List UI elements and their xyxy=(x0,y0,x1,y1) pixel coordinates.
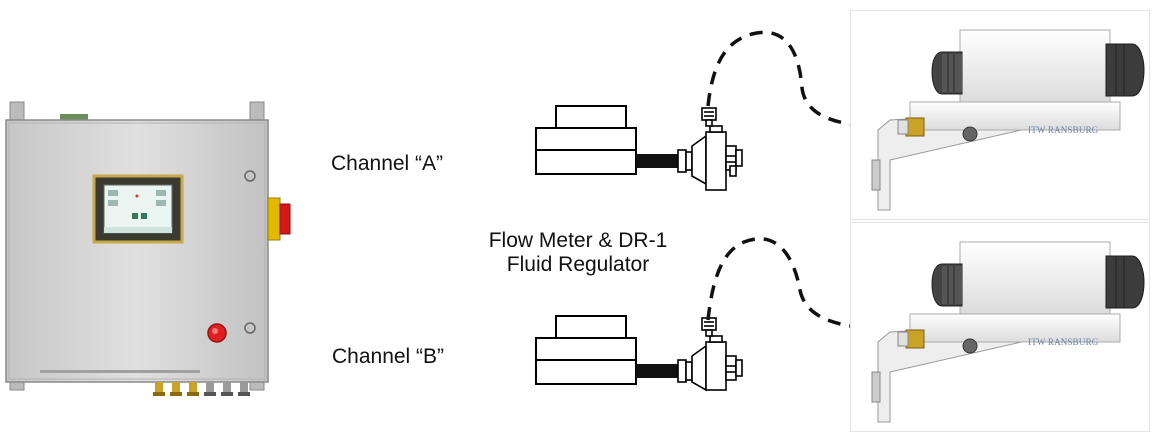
flow-meter-a-icon xyxy=(535,105,637,175)
gun-b-brand: ITW RANSBURG xyxy=(1028,337,1099,347)
flow-meter-regulator-b xyxy=(535,315,743,392)
flow-meter-label: Flow Meter & DR-1 Fluid Regulator xyxy=(468,229,688,277)
applicator-gun-a: ITW RANSBURG xyxy=(850,10,1150,220)
flow-meter-regulator-a xyxy=(535,105,743,191)
bottom-fittings xyxy=(153,382,250,396)
regulator-b-icon xyxy=(677,317,743,392)
channel-b-label: Channel “B” xyxy=(332,345,445,368)
emergency-stop-icon xyxy=(267,197,291,241)
flow-meter-b-icon xyxy=(535,315,637,385)
touch-screen xyxy=(92,174,184,244)
hose-channel-b xyxy=(706,237,899,330)
applicator-gun-b: ITW RANSBURG xyxy=(850,222,1150,432)
hose-channel-a xyxy=(706,30,899,128)
flow-meter-label-line2: Fluid Regulator xyxy=(506,253,650,277)
regulator-a-icon xyxy=(677,107,743,191)
channel-a-label: Channel “A” xyxy=(331,152,444,175)
gun-a-brand: ITW RANSBURG xyxy=(1028,125,1099,135)
control-cabinet xyxy=(5,101,291,396)
flow-meter-label-line1: Flow Meter & DR-1 xyxy=(488,229,668,252)
